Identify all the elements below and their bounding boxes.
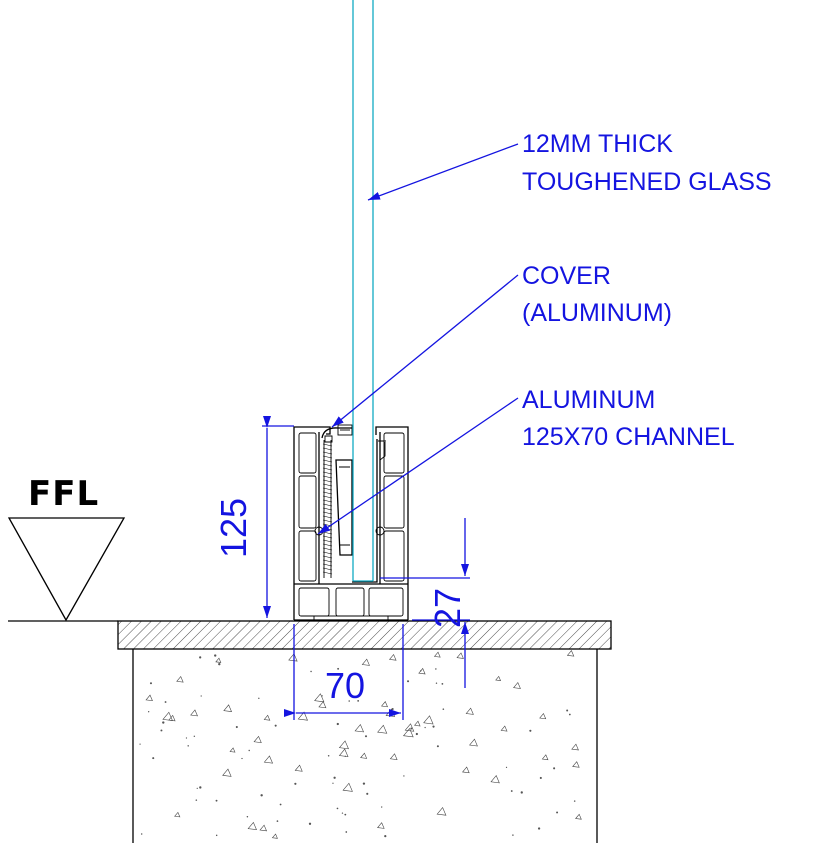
glass-label-line1: 12MM THICK [522,130,673,158]
cover-label-line2: (ALUMINUM) [522,299,672,327]
glass-panel [352,0,374,582]
concrete-base [132,649,598,843]
width-dimension-value: 70 [325,665,365,706]
glass-label-line2: TOUGHENED GLASS [522,168,772,196]
wedge-bolt [322,440,333,578]
channel-label-line1: ALUMINUM [522,386,655,414]
concrete-aggregate [139,650,582,839]
ffl-label: FFL [28,474,99,514]
recess-dimension-value: 27 [427,588,468,628]
height-dimension: 125 [213,416,294,618]
recess-dimension: 27 [380,518,470,688]
height-dimension-value: 125 [213,498,254,558]
aluminum-channel [293,424,409,621]
screed-slab [117,620,612,650]
ffl-level-marker: FFL [7,474,126,622]
channel-leader [317,397,519,535]
cover-leader [331,274,519,428]
width-dimension: 70 [284,624,404,720]
cover-label-line1: COVER [522,262,611,290]
glass-leader [367,143,519,201]
cover-cap [321,424,353,443]
channel-label-line2: 125X70 CHANNEL [522,423,735,451]
